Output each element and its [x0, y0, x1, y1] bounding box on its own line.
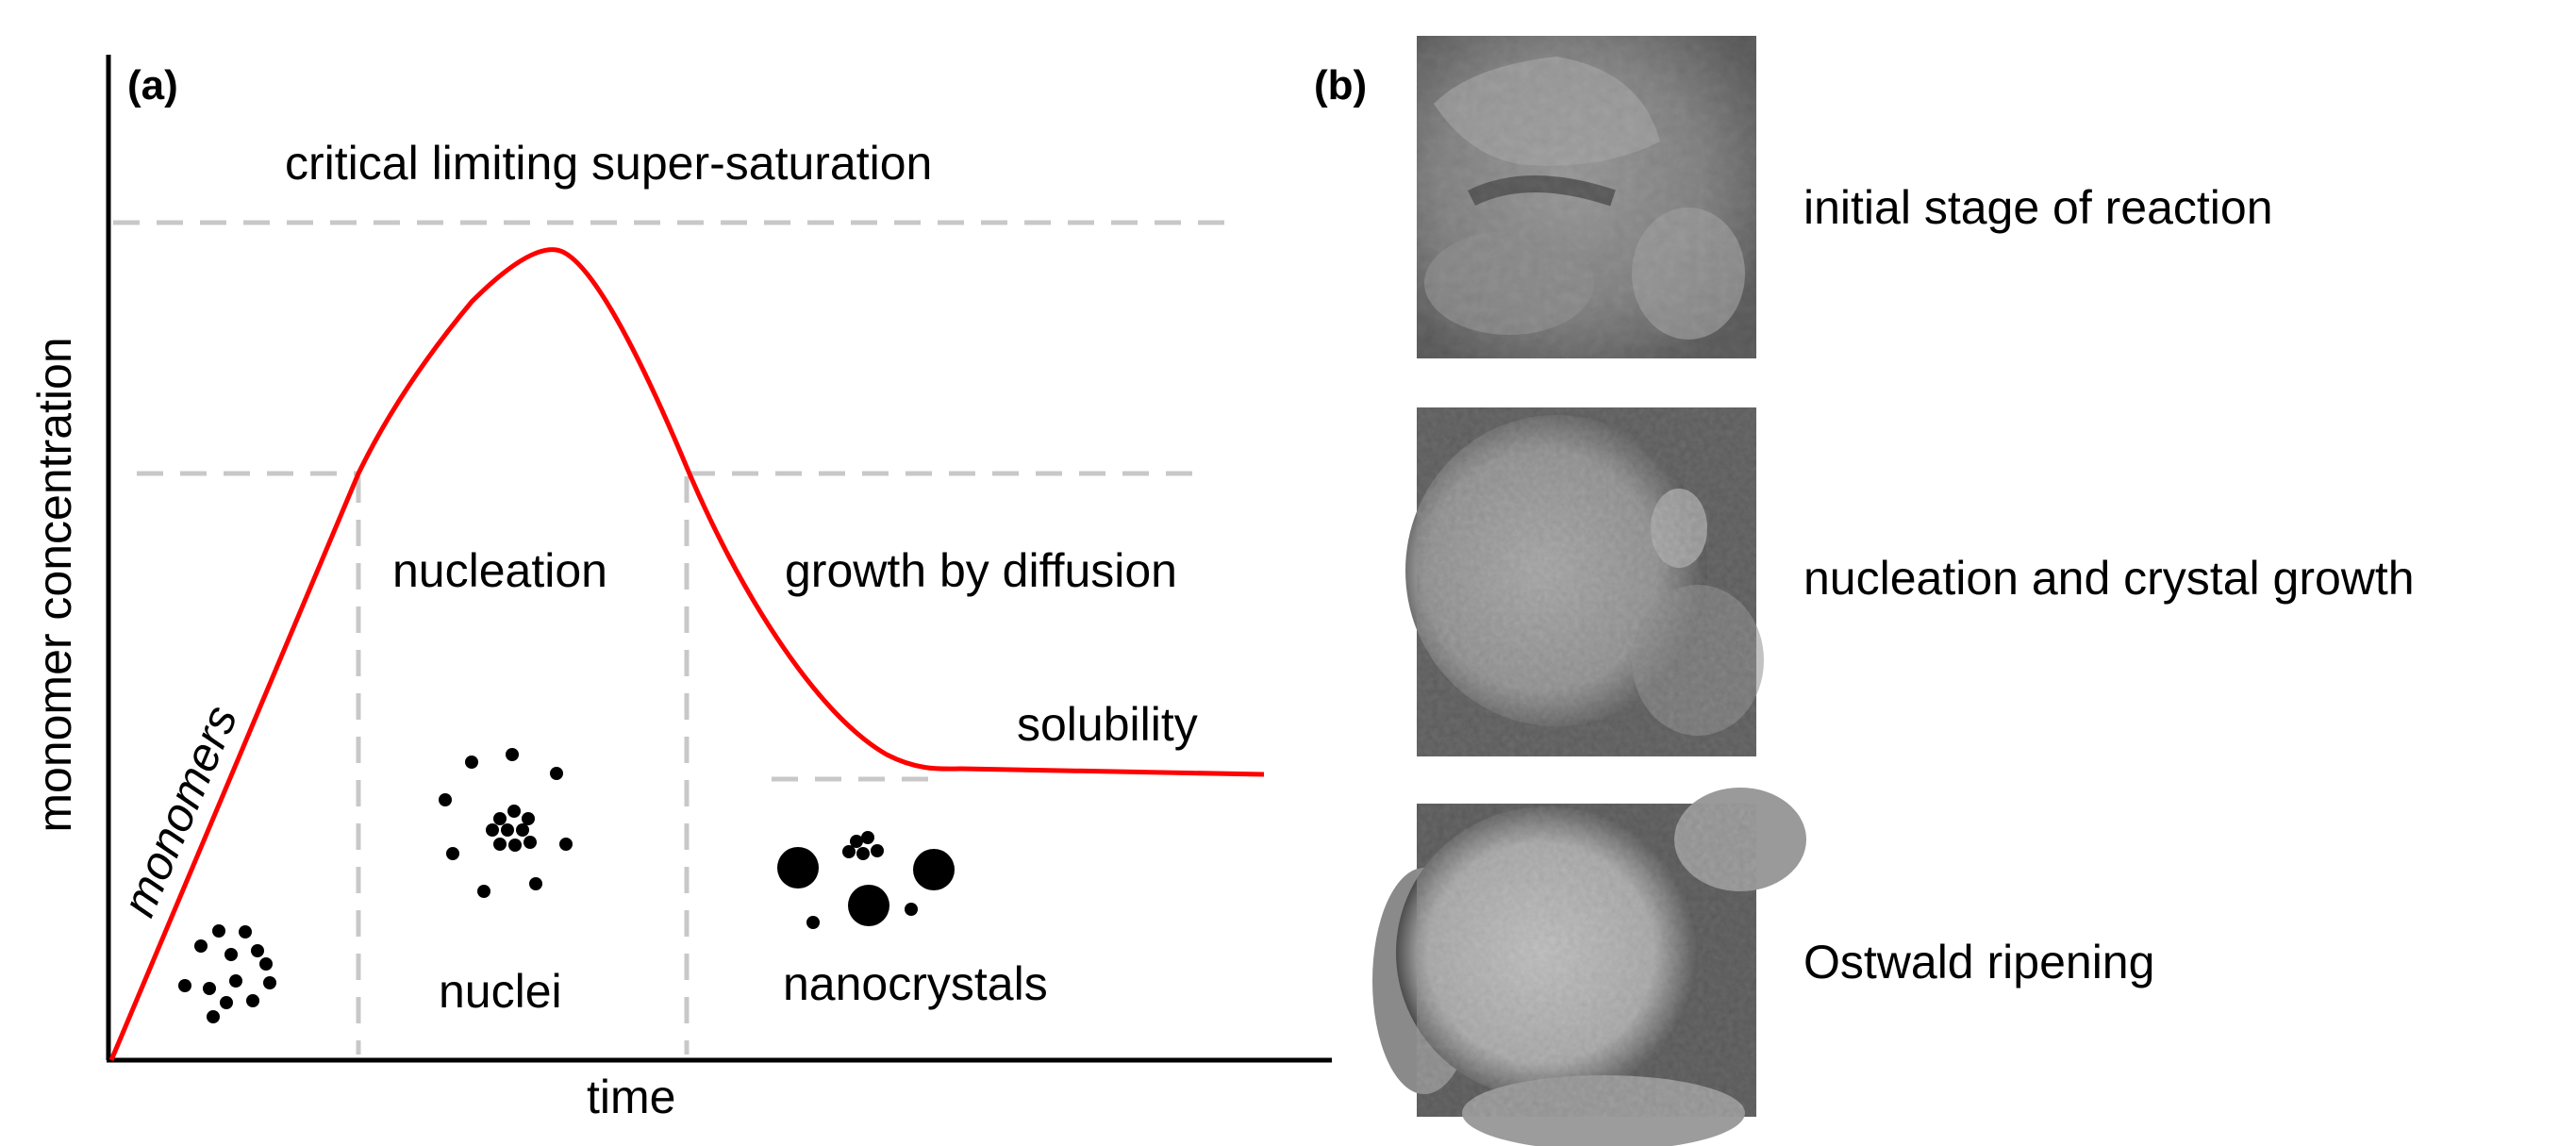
caption-initial-stage: initial stage of reaction	[1803, 181, 2273, 234]
nuclei-label: nuclei	[439, 965, 562, 1018]
caption-ostwald-ripening: Ostwald ripening	[1803, 936, 2154, 988]
solubility-label: solubility	[1017, 698, 1198, 751]
panel-a-label: (a)	[127, 62, 178, 108]
guide-lines	[113, 220, 1236, 1055]
monomers-label: monomers	[112, 698, 248, 923]
axes	[106, 55, 1332, 1063]
sem-micrograph-ostwald	[1372, 788, 1806, 1146]
panel-b: (b) initial stag	[1314, 36, 2415, 1146]
nucleation-label: nucleation	[392, 544, 607, 597]
nanocrystal-particles-icon	[777, 831, 955, 929]
y-axis-label: monomer concentration	[28, 337, 81, 832]
sem-micrograph-nucleation	[1405, 407, 1764, 756]
panel-b-label: (b)	[1314, 62, 1367, 108]
monomer-particles-icon	[178, 924, 276, 1023]
concentration-curve	[108, 247, 1265, 1061]
growth-label: growth by diffusion	[785, 544, 1177, 597]
caption-nucleation-growth: nucleation and crystal growth	[1803, 552, 2415, 605]
panel-a: (a) critical limiting super-saturation n…	[28, 55, 1332, 1123]
nuclei-particles-icon	[439, 748, 573, 898]
critical-saturation-label: critical limiting super-saturation	[285, 137, 932, 190]
nanocrystals-label: nanocrystals	[783, 957, 1048, 1010]
x-axis-label: time	[587, 1071, 675, 1123]
sem-micrograph-initial	[1417, 36, 1756, 358]
